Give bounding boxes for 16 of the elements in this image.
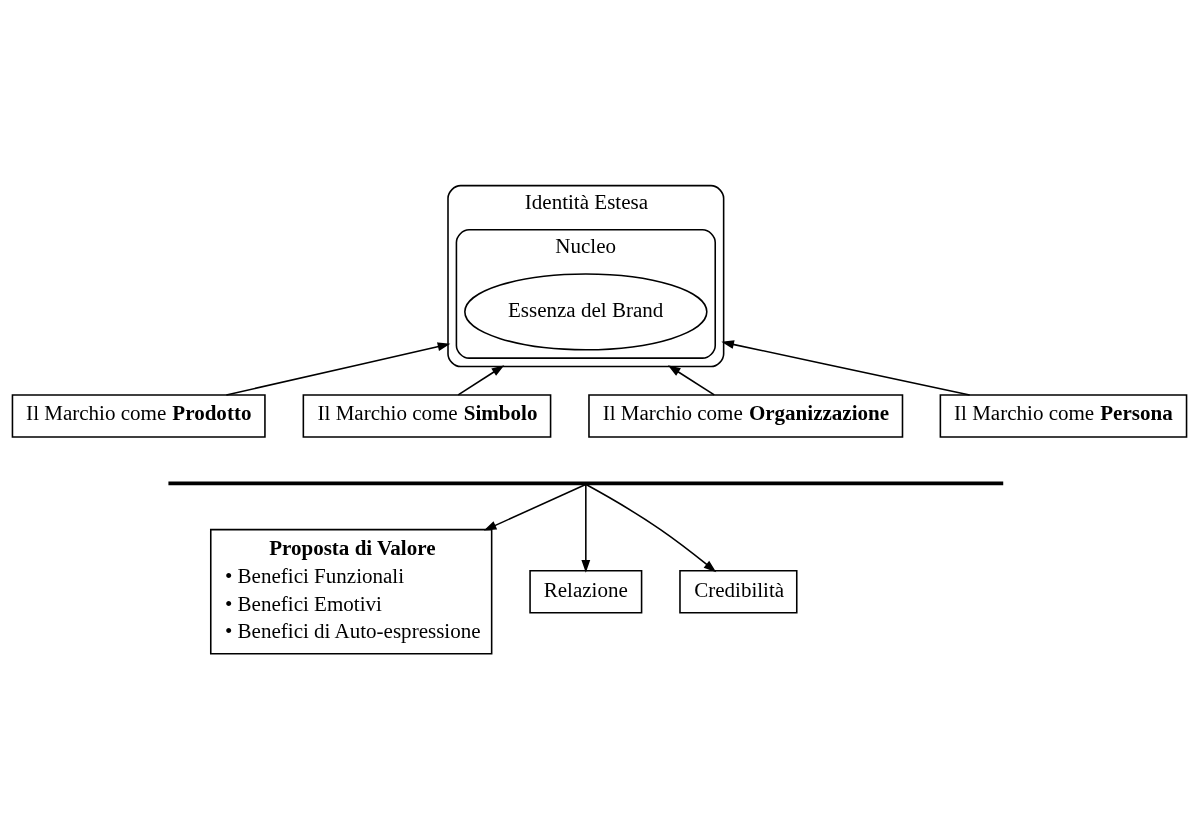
node-box: Il Marchio come Organizzazione [588, 394, 904, 438]
arrow [225, 342, 451, 396]
arrow [483, 483, 587, 531]
node-box: Il Marchio come Persona [939, 394, 1188, 438]
node-box: Credibilità [679, 569, 798, 614]
arrow [667, 365, 716, 396]
arrow [585, 483, 717, 573]
node-box: Il Marchio come Simbolo [302, 394, 552, 438]
arrow [457, 365, 505, 396]
node-bar [168, 481, 1004, 486]
node-box: Proposta di Valore • Benefici Funzionali • Benefici Emotivi • Benefici di Auto-espressione [209, 528, 493, 655]
node-box: Il Marchio come Prodotto [11, 394, 266, 438]
arrow [721, 340, 971, 396]
node-ellipse: Essenza del Brand [464, 273, 708, 351]
arrow [581, 483, 591, 573]
node-box: Relazione [529, 569, 643, 614]
